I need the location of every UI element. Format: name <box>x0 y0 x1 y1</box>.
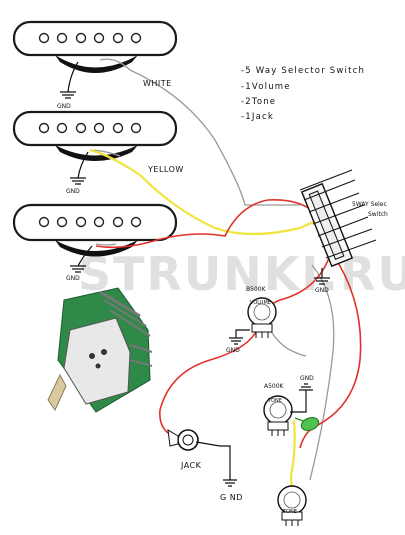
tone-pot-2 <box>277 485 307 526</box>
red-wire-bridge <box>95 198 319 249</box>
white-wire-middle <box>93 149 121 157</box>
notes-line-3: -2Tone <box>241 97 276 107</box>
yellow-wire-tone <box>289 419 296 487</box>
pickup-bridge <box>12 203 178 257</box>
tone-pot-1 <box>263 395 293 436</box>
pickup3-ground-wire <box>77 245 93 267</box>
five-way-switch <box>299 169 377 268</box>
white-wire-pots <box>309 264 335 481</box>
component-notes: -5 Way Selector Switch -1Volume -2Tone -… <box>241 66 365 122</box>
red-wire-volume-jack <box>159 331 257 439</box>
tone-name-label-2: TONE <box>282 509 297 515</box>
tone-capacitor <box>300 417 320 431</box>
jack-gnd-label: G ND <box>220 493 243 502</box>
pickup-middle <box>12 110 178 161</box>
pickup3-gnd-label: GND <box>66 275 80 282</box>
output-jack <box>167 429 221 451</box>
white-wire-label: WHITE <box>143 79 172 88</box>
jack-label: JACK <box>180 461 202 470</box>
volume-pot <box>247 297 277 338</box>
white-wire-bridge <box>95 243 117 246</box>
watermark-text: STRUNKI.RU <box>78 247 405 301</box>
volume-gnd-label: GND <box>226 347 240 354</box>
selector-switch-photo <box>47 287 153 413</box>
yellow-wire-label: YELLOW <box>147 165 184 174</box>
yellow-wire-middle <box>89 148 319 236</box>
volume-value-label: B500K <box>246 286 267 293</box>
pickup1-gnd-label: GND <box>57 103 71 110</box>
tone-gnd-label: GND <box>300 375 314 382</box>
notes-line-1: -5 Way Selector Switch <box>241 66 365 76</box>
pickup2-gnd-label: GND <box>66 188 80 195</box>
notes-line-2: -1Volume <box>241 82 291 92</box>
pickup2-ground-wire <box>77 151 89 179</box>
pickup1-ground-wire <box>67 61 79 93</box>
switch-gnd-label: GND <box>315 287 329 294</box>
volume-name-label: VOLUME <box>250 300 271 306</box>
tone-value-label: A500K <box>264 383 285 390</box>
white-wire-neck <box>99 58 300 206</box>
notes-line-4: -1Jack <box>241 112 274 122</box>
red-wire-switch-tone <box>299 249 362 449</box>
switch-label-line2: Switch <box>368 211 388 218</box>
pickup-neck <box>12 20 178 73</box>
switch-label-line1: 5WAY Selec <box>352 201 387 208</box>
tone-name-label-1: TONE <box>267 398 282 404</box>
